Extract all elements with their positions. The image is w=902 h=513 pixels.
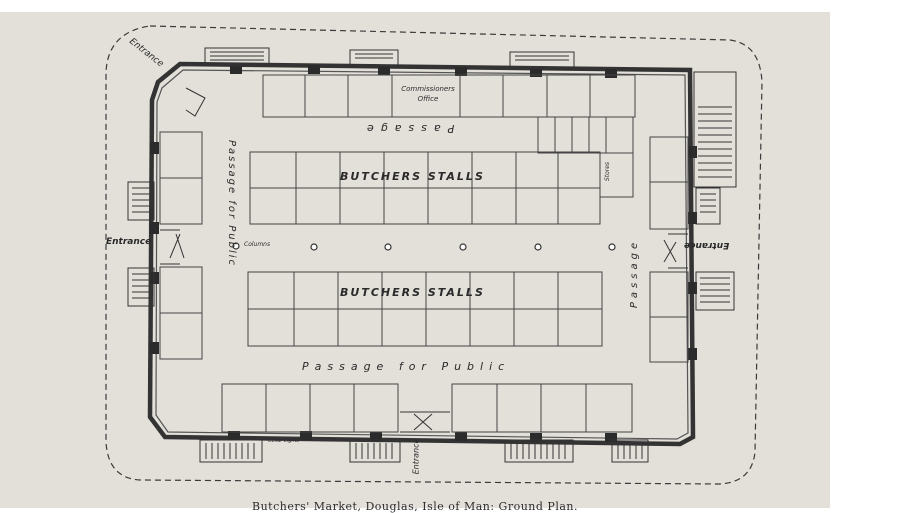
- staircase: [693, 71, 737, 188]
- entrance-label-s: Entrance: [411, 438, 421, 475]
- side-gratings: [127, 181, 735, 311]
- passage-right-label: Passage: [629, 238, 641, 309]
- inner-walls: [155, 69, 689, 440]
- passage-top-label: Passage: [360, 122, 455, 135]
- entrance-label-e: Entrance: [684, 240, 730, 250]
- plan-sheet: Entrance Entrance Entrance Entrance Comm…: [0, 12, 830, 513]
- stalls-upper-label: BUTCHERS STALLS: [340, 170, 485, 183]
- side-stores: [537, 116, 634, 198]
- top-stall-row: [262, 74, 636, 118]
- passage-left-label: Passage for Public: [226, 139, 238, 268]
- right-side-stalls: [649, 136, 689, 363]
- entrance-doors: [160, 87, 688, 433]
- property-boundary: [105, 25, 763, 485]
- upper-stalls-block: [249, 151, 601, 225]
- columns-row: [232, 242, 616, 251]
- stores-note: Stores: [604, 161, 612, 182]
- ground-plan-drawing: [105, 25, 763, 485]
- bottom-stall-rows: [221, 383, 633, 433]
- columns-note: Columns: [244, 241, 271, 248]
- stalls-lower-label: BUTCHERS STALLS: [340, 286, 485, 299]
- bottom-gratings: [199, 439, 649, 463]
- entrance-label-w: Entrance: [106, 237, 152, 247]
- left-side-stalls: [159, 131, 203, 360]
- commissioners-office-label: Commissioners Office: [401, 85, 455, 103]
- passage-bottom-label: Passage for Public: [302, 360, 511, 373]
- plan-caption: Butchers' Market, Douglas, Isle of Man: …: [252, 500, 578, 513]
- lower-stalls-block: [247, 271, 603, 347]
- top-ventilators: [204, 47, 575, 69]
- cellar-lights-note: Cellar Lights: [268, 438, 300, 444]
